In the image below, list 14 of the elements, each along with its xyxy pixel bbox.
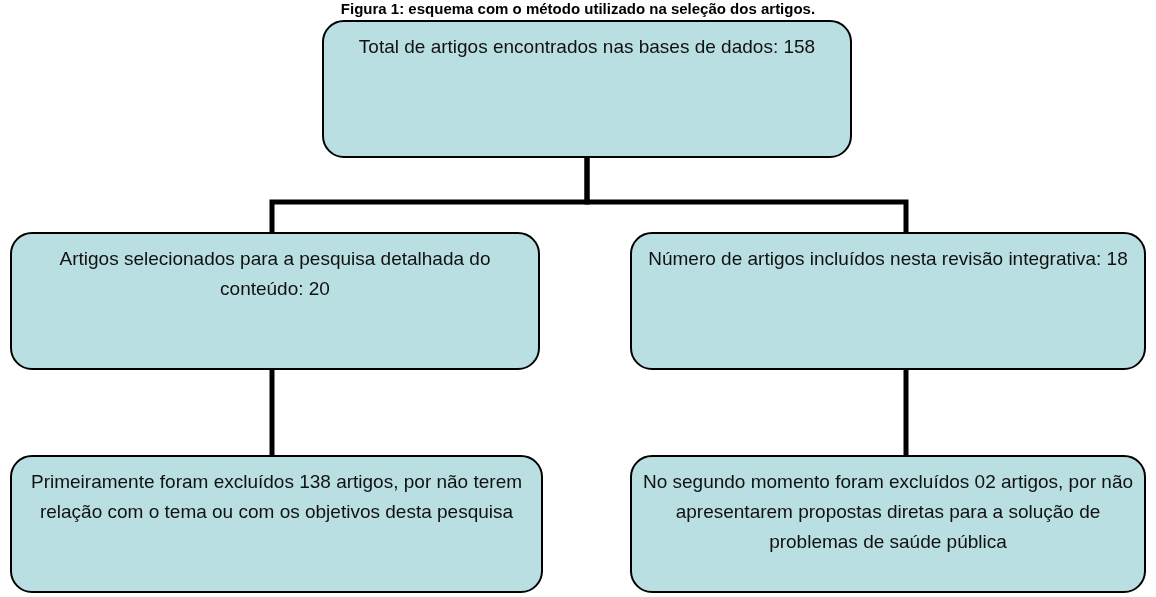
process-box — [10, 232, 540, 370]
process-box — [322, 20, 852, 158]
box-text: Número de artigos incluídos nesta revisão integrativa: 18 — [647, 247, 1129, 271]
process-box — [10, 455, 543, 593]
connector-line — [269, 370, 275, 455]
box-text: Artigos selecionados para a pesquisa detalhada do conteúdo: 20 — [58, 247, 492, 301]
connector-line — [903, 370, 909, 455]
box-text: Primeiramente foram excluídos 138 artigos, por não terem relação com o tema ou com os objetivos desta pesquisa — [29, 470, 524, 524]
box-text: Total de artigos encontrados nas bases de dados: 158 — [357, 35, 817, 59]
connector-line — [584, 158, 909, 232]
figure-title: Figura 1: esquema com o método utilizado na seleção dos artigos. — [339, 0, 817, 17]
process-box — [630, 455, 1146, 593]
box-text: No segundo momento foram excluídos 02 artigos, por não apresentarem propostas diretas para a solução de problemas de saúde pública — [642, 470, 1134, 554]
process-box — [630, 232, 1146, 370]
